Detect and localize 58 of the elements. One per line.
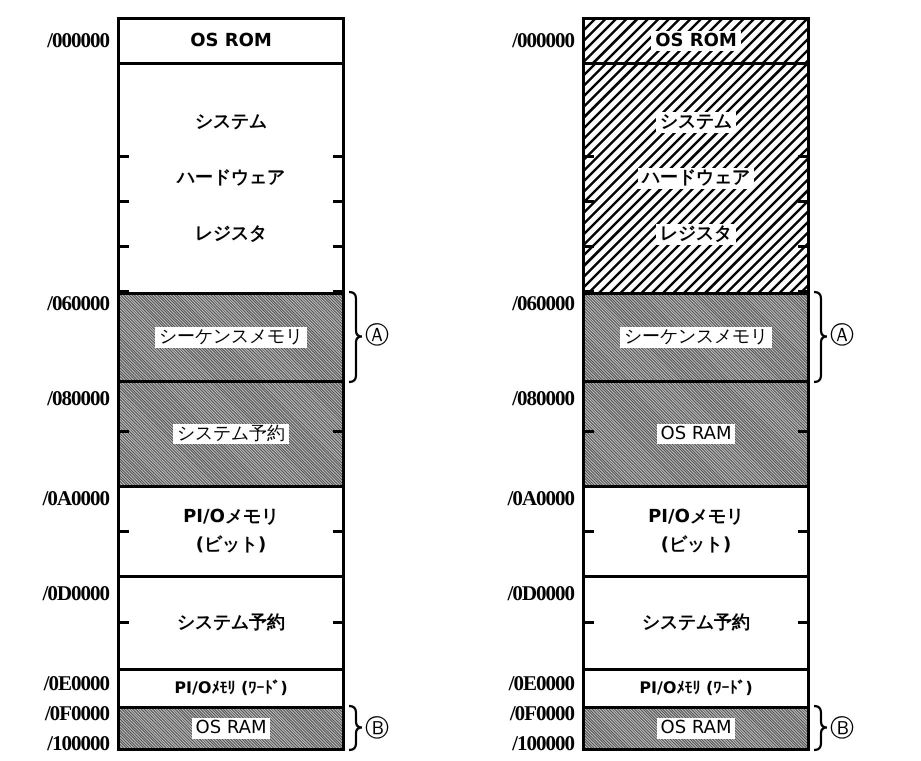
memory-segment <box>582 575 810 671</box>
memory-segment <box>117 668 345 709</box>
segment-label: PI/Oﾒﾓﾘ (ﾜｰﾄﾞ) <box>638 679 754 698</box>
segment-label: PI/Oﾒﾓﾘ (ﾜｰﾄﾞ) <box>173 679 289 698</box>
segment-label: ハードウェア <box>175 168 286 189</box>
segment-label: システム <box>656 112 736 133</box>
address-label: /000000 <box>511 30 574 51</box>
segment-label: シーケンスメモリ <box>620 327 772 348</box>
callout-letter: Ⓑ <box>365 716 389 740</box>
memory-segment <box>582 380 810 488</box>
memory-segment <box>117 575 345 671</box>
segment-label: OS RAM <box>656 424 736 444</box>
memory-segment <box>582 62 810 295</box>
address-label: /0D0000 <box>506 583 574 604</box>
memory-segment <box>117 292 345 383</box>
address-label: /100000 <box>46 733 109 754</box>
memory-segment <box>582 292 810 383</box>
segment-label: レジスタ <box>194 224 268 245</box>
segment-label: システム <box>194 112 268 133</box>
segment-label: OS ROM <box>189 30 273 52</box>
callout-letter: Ⓑ <box>830 716 854 740</box>
memory-segment <box>582 668 810 709</box>
address-label: /0D0000 <box>41 583 109 604</box>
address-label: /060000 <box>46 293 109 314</box>
address-label: /0E0000 <box>42 673 109 694</box>
callout-letter: Ⓐ <box>830 323 854 347</box>
segment-label: レジスタ <box>656 224 736 245</box>
address-label: /100000 <box>511 733 574 754</box>
address-label: /0F0000 <box>44 703 109 724</box>
memory-segment <box>117 17 345 65</box>
memory-segment <box>117 706 345 751</box>
segment-label: シーケンスメモリ <box>155 327 307 348</box>
address-label: /060000 <box>511 293 574 314</box>
memory-segment <box>582 17 810 65</box>
callout-letter: Ⓐ <box>365 323 389 347</box>
address-label: /0E0000 <box>508 673 574 694</box>
memory-segment <box>582 485 810 578</box>
memory-segment <box>117 62 345 295</box>
segment-label: OS RAM <box>192 718 270 739</box>
address-label: /080000 <box>511 388 574 409</box>
segment-label: システム予約 <box>641 612 751 634</box>
segment-label: OS ROM <box>651 30 741 52</box>
segment-label: システム予約 <box>173 424 289 444</box>
segment-label: OS RAM <box>656 718 736 739</box>
memory-segment <box>117 485 345 578</box>
address-label: /0A0000 <box>506 488 574 509</box>
segment-label: (ビット) <box>660 535 732 556</box>
memory-segment <box>117 380 345 488</box>
address-label: /000000 <box>46 30 109 51</box>
segment-label: ハードウェア <box>638 168 754 189</box>
segment-label: システム予約 <box>176 612 286 634</box>
segment-label: PI/Oメモリ <box>647 507 745 528</box>
memory-segment <box>582 706 810 751</box>
address-label: /0A0000 <box>41 488 109 509</box>
segment-label: PI/Oメモリ <box>182 507 280 528</box>
address-label: /0F0000 <box>508 703 574 724</box>
segment-label: (ビット) <box>194 535 268 556</box>
address-label: /080000 <box>46 388 109 409</box>
